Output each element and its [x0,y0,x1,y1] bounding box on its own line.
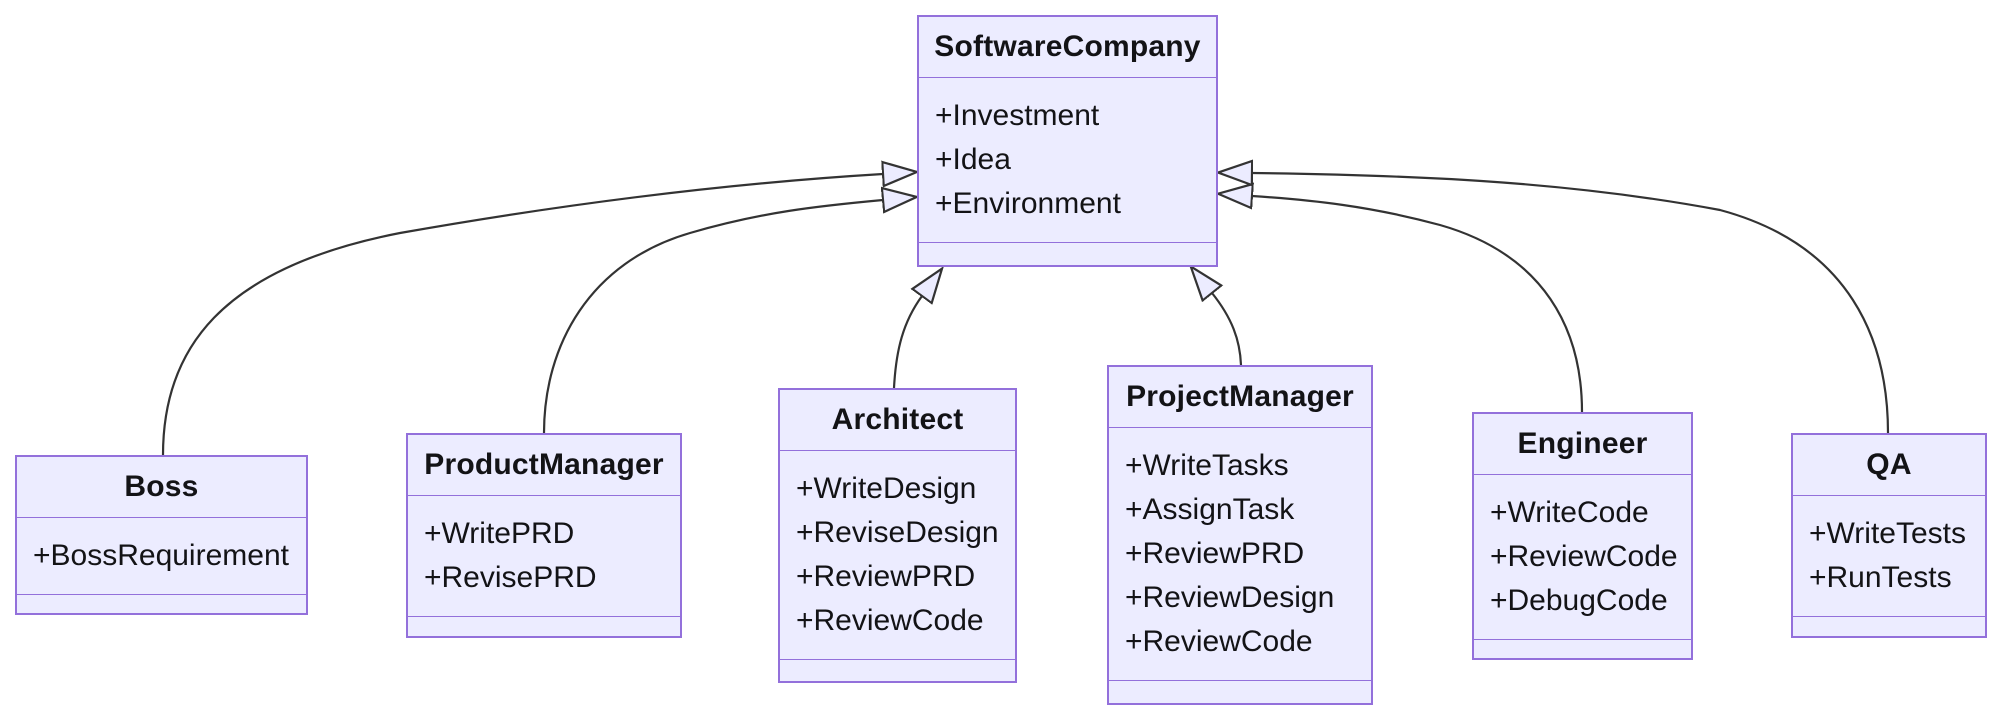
class-methods-empty [780,659,1015,681]
class-member: +Idea [935,143,1011,176]
edge-boss-inherits-softwarecompany [161,174,883,456]
class-member: +WriteTasks [1125,449,1289,482]
edge-projectmanager-inherits-softwarecompany [1212,293,1243,366]
class-member: +ReviewPRD [1125,537,1305,570]
class-member: +RevisePRD [424,561,597,594]
class-title: SoftwareCompany [934,30,1201,63]
class-member: +RunTests [1809,561,1952,594]
class-title: ProjectManager [1126,380,1354,413]
class-node-projectmanager: ProjectManager +WriteTasks +AssignTask +… [1107,365,1373,705]
class-member: +ReviewCode [1125,625,1313,658]
edge-engineer-inherits-softwarecompany [1252,196,1584,413]
class-members: +WriteTasks +AssignTask +ReviewPRD +Revi… [1109,427,1371,680]
class-member: +ReviewCode [1490,540,1678,573]
class-member: +WriteDesign [796,472,977,505]
class-title: Architect [831,403,964,436]
class-member: +ReviewPRD [796,560,976,593]
class-members: +WritePRD +RevisePRD [408,495,680,616]
class-methods-empty [408,616,680,636]
edge-qa-inherits-softwarecompany [1252,173,1890,434]
edge-architect-inherits-softwarecompany [892,296,922,389]
class-methods-empty [1109,680,1371,703]
class-member: +ReviewCode [796,604,984,637]
edge-productmanager-inherits-softwarecompany [542,200,883,434]
class-member: +Investment [935,99,1100,132]
class-members: +WriteDesign +ReviseDesign +ReviewPRD +R… [780,450,1015,659]
class-member: +Environment [935,187,1121,220]
class-node-productmanager: ProductManager +WritePRD +RevisePRD [406,433,682,638]
class-title: QA [1866,448,1912,481]
class-methods-empty [17,594,306,613]
class-node-softwarecompany: SoftwareCompany +Investment +Idea +Envir… [917,15,1218,267]
class-member: +WriteTests [1809,517,1966,550]
class-members: +WriteTests +RunTests [1793,495,1985,616]
class-member: +ReviewDesign [1125,581,1335,614]
class-methods-empty [1793,616,1985,636]
class-members: +BossRequirement [17,517,306,594]
class-member: +AssignTask [1125,493,1295,526]
class-node-engineer: Engineer +WriteCode +ReviewCode +DebugCo… [1472,412,1693,660]
class-title: ProductManager [424,448,664,481]
class-title: Engineer [1517,427,1648,460]
class-members: +Investment +Idea +Environment [919,77,1216,242]
class-node-qa: QA +WriteTests +RunTests [1791,433,1987,638]
class-member: +WriteCode [1490,496,1649,529]
class-methods-empty [1474,639,1691,658]
class-methods-empty [919,242,1216,265]
class-members: +WriteCode +ReviewCode +DebugCode [1474,474,1691,639]
class-member: +BossRequirement [33,539,289,572]
class-title: Boss [124,470,199,503]
class-node-boss: Boss +BossRequirement [15,455,308,615]
class-member: +WritePRD [424,517,575,550]
class-node-architect: Architect +WriteDesign +ReviseDesign +Re… [778,388,1017,683]
class-member: +ReviseDesign [796,516,999,549]
class-member: +DebugCode [1490,584,1668,617]
